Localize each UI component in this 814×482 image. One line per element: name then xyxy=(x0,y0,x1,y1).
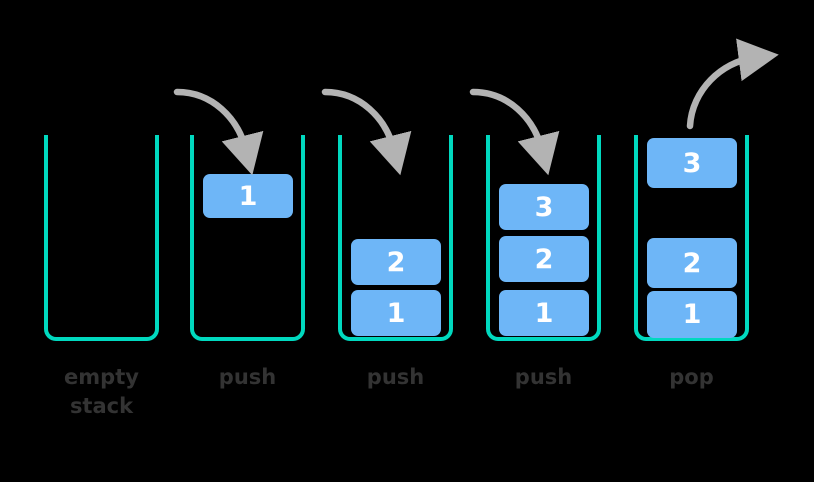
stack-column-pop: 3 2 1 pop xyxy=(634,0,749,482)
stack-block: 2 xyxy=(647,238,737,288)
stack-block: 1 xyxy=(499,290,589,336)
stack-container xyxy=(44,135,159,341)
stack-column-empty: empty stack xyxy=(44,0,159,482)
stack-block: 3 xyxy=(499,184,589,230)
stack-column-push-2: 2 1 push xyxy=(338,0,453,482)
stack-block: 1 xyxy=(203,174,293,218)
stack-container xyxy=(486,135,601,341)
stack-column-push-1: 1 push xyxy=(190,0,305,482)
stack-caption-pop: pop xyxy=(669,365,714,389)
stack-block: 1 xyxy=(647,291,737,338)
stack-container xyxy=(190,135,305,341)
stack-caption-push: push xyxy=(514,365,573,389)
stack-block: 1 xyxy=(351,290,441,336)
stack-block: 2 xyxy=(351,239,441,285)
stack-caption-push: push xyxy=(218,365,277,389)
stack-block: 3 xyxy=(647,138,737,188)
stack-caption-empty: empty stack xyxy=(64,365,139,418)
stack-block: 2 xyxy=(499,236,589,282)
stack-caption-push: push xyxy=(366,365,425,389)
stack-container xyxy=(338,135,453,341)
stack-column-push-3: 3 2 1 push xyxy=(486,0,601,482)
stack-container xyxy=(634,135,749,341)
